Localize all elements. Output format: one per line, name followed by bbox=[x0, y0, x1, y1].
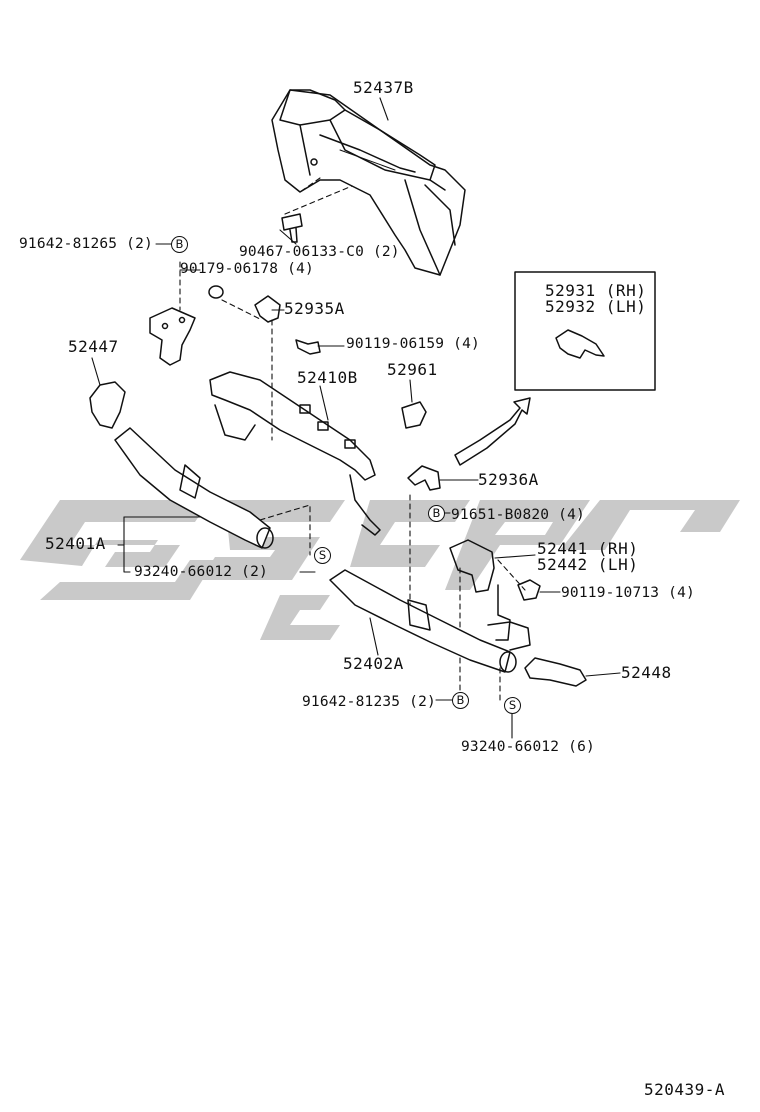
label-90119-10713[interactable]: 90119-10713 (4) bbox=[561, 585, 695, 601]
label-52401A[interactable]: 52401A bbox=[45, 534, 106, 553]
clip-90467 bbox=[281, 213, 303, 243]
leader-lines bbox=[91, 97, 621, 739]
reinforcement-52410B bbox=[209, 371, 381, 536]
clamp-52935A bbox=[254, 295, 281, 323]
label-91642-81265[interactable]: 91642-81265 (2) bbox=[19, 236, 153, 252]
label-93240-6[interactable]: 93240-66012 (6) bbox=[461, 739, 595, 755]
clamp-52936A bbox=[407, 465, 441, 491]
bracket-52441 bbox=[449, 539, 495, 593]
label-52935A[interactable]: 52935A bbox=[284, 299, 345, 318]
bracket-52931-inset bbox=[555, 329, 605, 359]
label-52936A[interactable]: 52936A bbox=[478, 470, 539, 489]
label-52402A[interactable]: 52402A bbox=[343, 654, 404, 673]
duct-52448 bbox=[524, 657, 587, 687]
bolt-90119-10713 bbox=[517, 579, 541, 601]
symbol-bolt-b: B bbox=[171, 236, 188, 253]
label-52437B[interactable]: 52437B bbox=[353, 78, 414, 97]
label-91642-81235[interactable]: 91642-81235 (2) bbox=[302, 694, 436, 710]
label-52447[interactable]: 52447 bbox=[68, 337, 119, 356]
label-52961[interactable]: 52961 bbox=[387, 360, 438, 379]
label-52932[interactable]: 52932 (LH) bbox=[545, 297, 647, 316]
label-90119-06159[interactable]: 90119-06159 (4) bbox=[346, 336, 480, 352]
diagram-id: 520439-A bbox=[644, 1080, 726, 1099]
inset-box bbox=[514, 271, 656, 391]
symbol-bolt-b: B bbox=[452, 692, 469, 709]
direction-arrow bbox=[454, 397, 531, 466]
bracket-52961 bbox=[401, 401, 427, 429]
symbol-screw-s: S bbox=[504, 697, 521, 714]
pipe-52402A bbox=[329, 569, 531, 673]
label-52931[interactable]: 52931 (RH) bbox=[545, 281, 647, 300]
label-93240-2[interactable]: 93240-66012 (2) bbox=[134, 564, 268, 580]
symbol-bolt-b: B bbox=[428, 505, 445, 522]
symbol-screw-s: S bbox=[314, 547, 331, 564]
duct-52447 bbox=[89, 381, 126, 429]
label-91651[interactable]: 91651-B0820 (4) bbox=[451, 507, 585, 523]
label-52442[interactable]: 52442 (LH) bbox=[537, 555, 639, 574]
pipe-52401A bbox=[114, 427, 274, 549]
bracket-left bbox=[149, 307, 196, 366]
label-90467[interactable]: 90467-06133-C0 (2) bbox=[239, 244, 400, 260]
nut-90179 bbox=[208, 285, 224, 299]
label-52441[interactable]: 52441 (RH) bbox=[537, 539, 639, 558]
label-90179[interactable]: 90179-06178 (4) bbox=[180, 261, 314, 277]
knee-pad-52437B bbox=[271, 89, 466, 276]
bolt-90119-06159 bbox=[295, 339, 321, 355]
label-52410B[interactable]: 52410B bbox=[297, 368, 358, 387]
label-52448[interactable]: 52448 bbox=[621, 663, 672, 682]
